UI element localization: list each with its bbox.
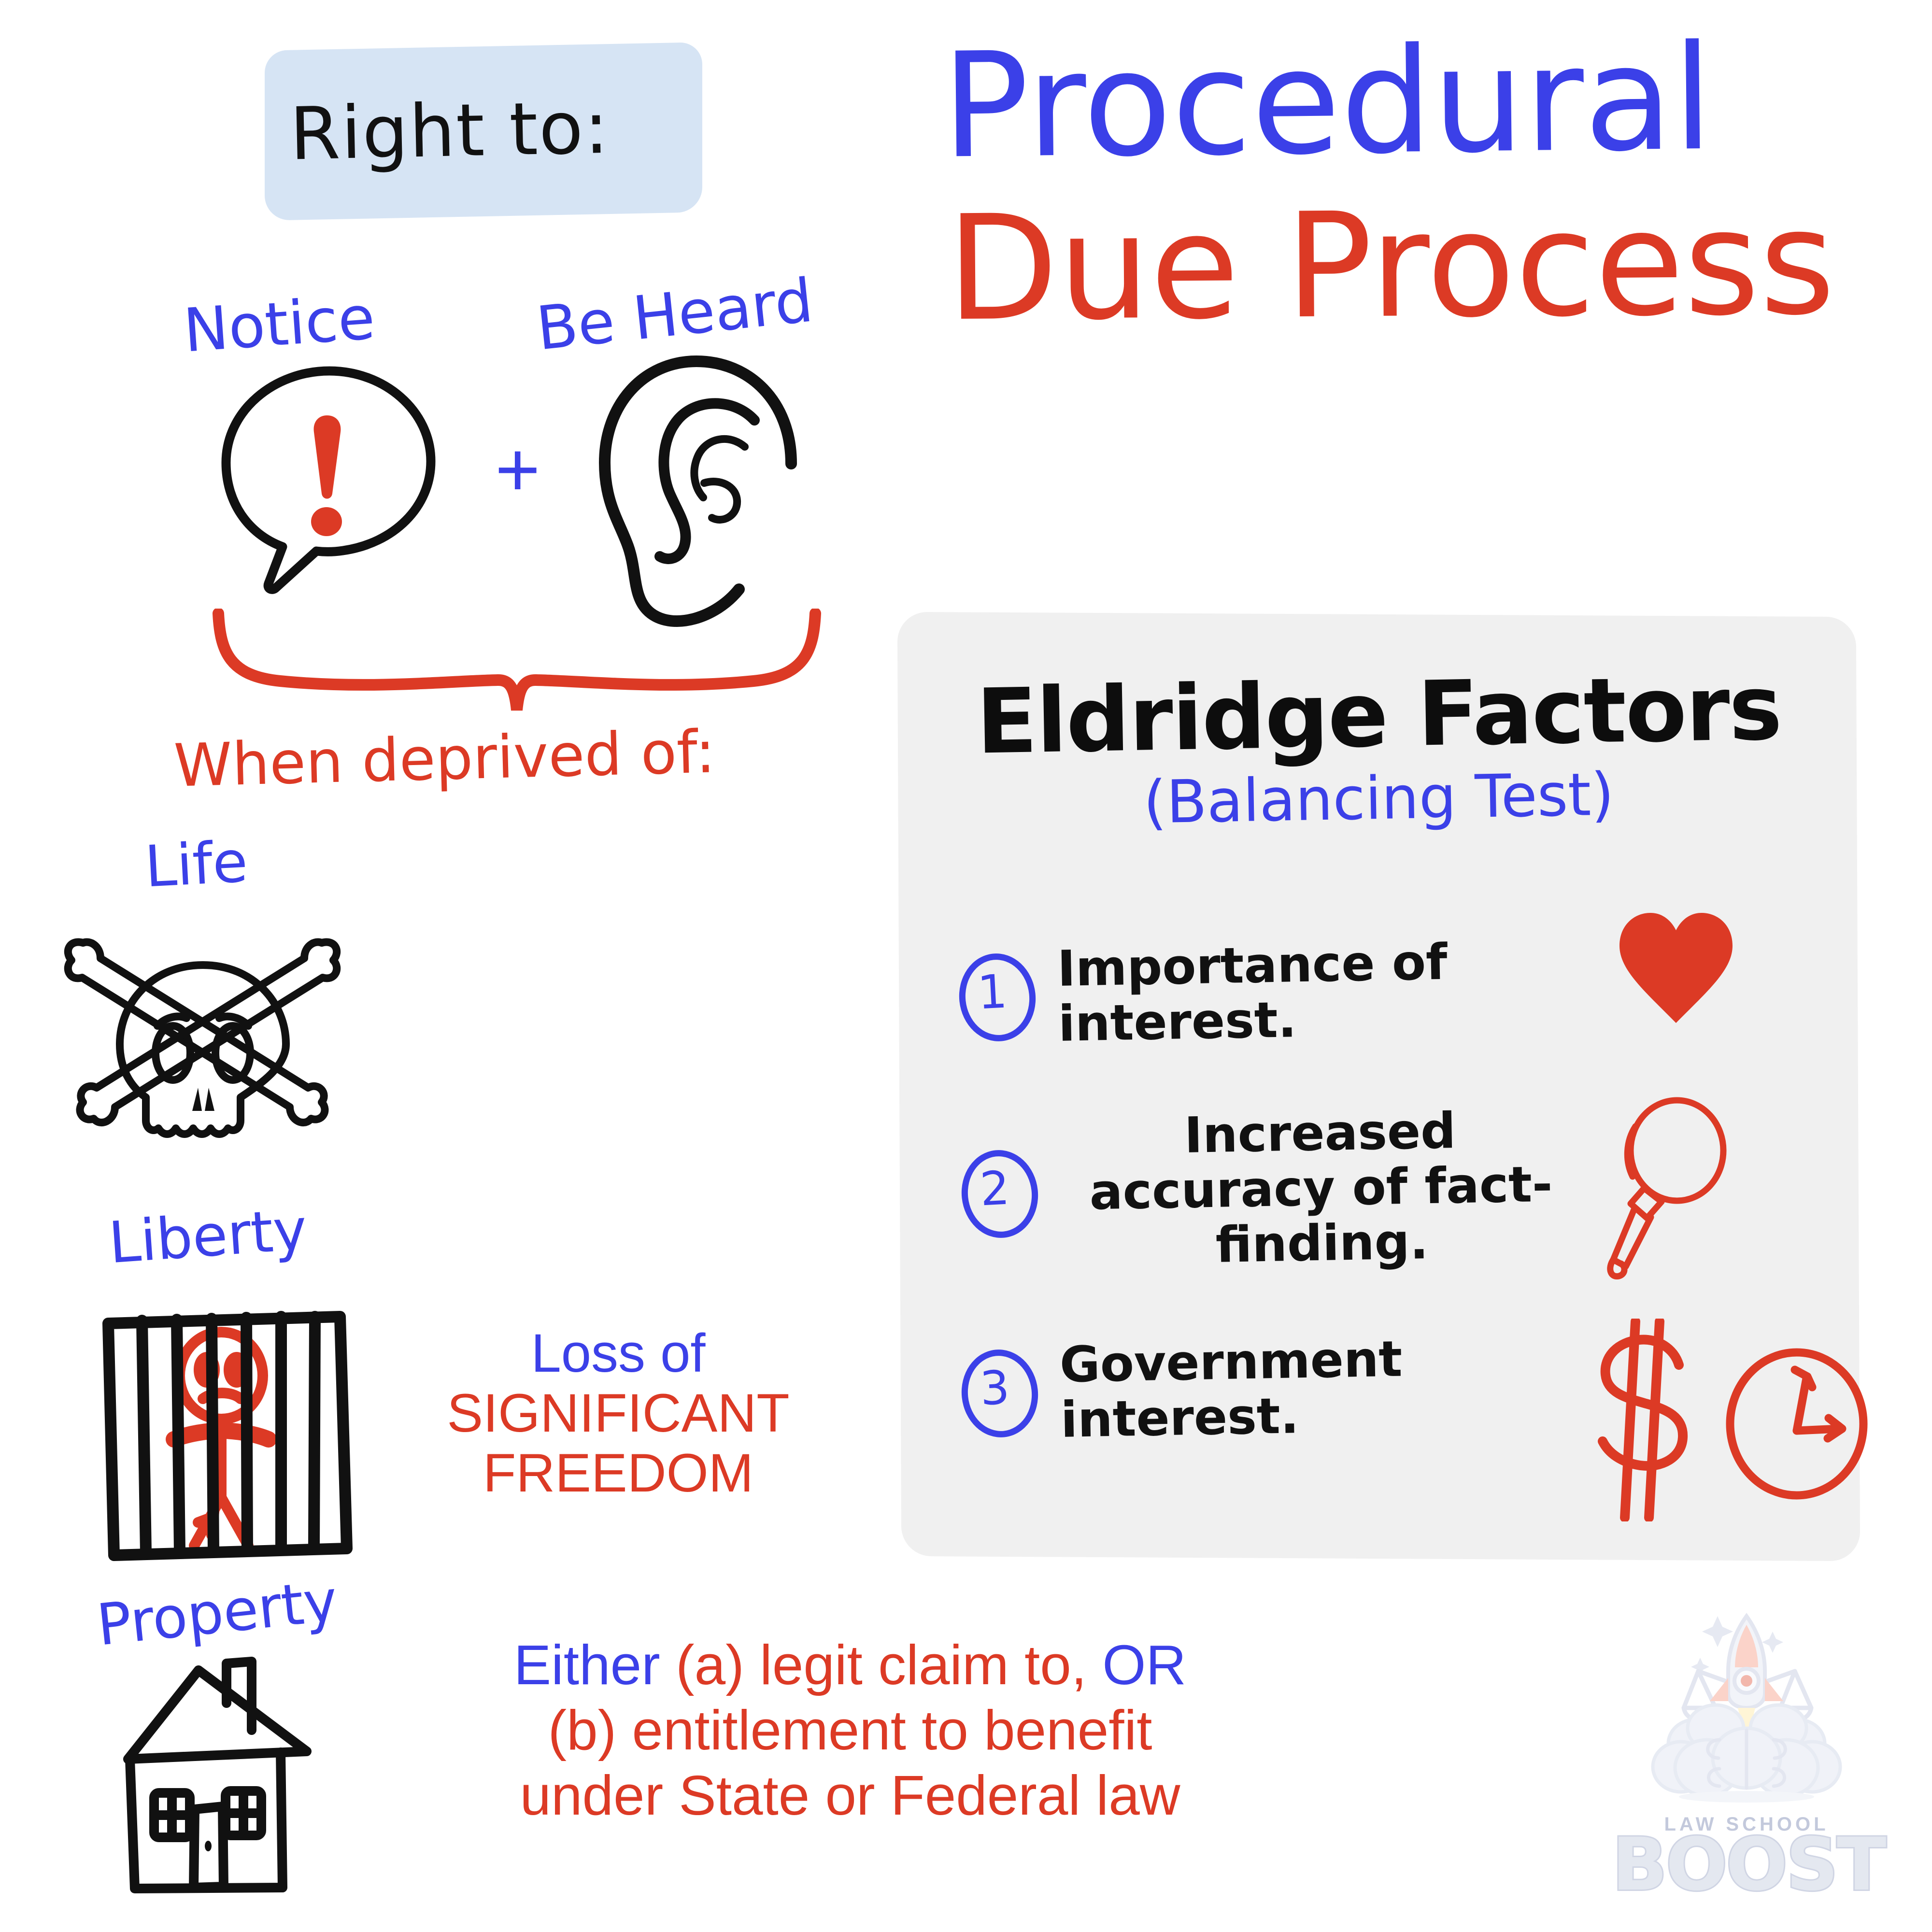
dollar-sign-icon [1584,1317,1715,1522]
factor-text-2: Increased accuracy of fact-finding. [1089,1102,1553,1274]
factor-number-2: 2 [979,1161,1011,1217]
magnifying-glass-icon [1594,1096,1739,1290]
property-text-line-2: (b) entitlement to benefit [548,1699,1152,1762]
clock-icon [1724,1348,1869,1502]
liberty-text-line-3: FREEDOM [483,1443,753,1503]
ear-icon [575,348,826,628]
property-text-line-1: Either (a) legit claim to, OR [513,1634,1187,1696]
jail-cell-icon [92,1304,362,1565]
house-icon [114,1657,350,1898]
liberty-label: Liberty [106,1195,309,1277]
liberty-description: Loss of SIGNIFICANT FREEDOM [420,1323,816,1503]
factor-text-3: Government interest. [1059,1330,1403,1449]
right-to-label: Right to: [289,85,611,177]
page-title-line-1: Procedural [941,14,1714,191]
factor-number-3: 3 [979,1360,1011,1416]
factor-number-badge-2: 2 [957,1146,1043,1242]
speech-bubble-icon [203,362,454,604]
factor-number-badge-3: 3 [957,1346,1043,1441]
property-description: Either (a) legit claim to, OR (b) entitl… [367,1633,1333,1828]
liberty-text-line-2: SIGNIFICANT [447,1383,790,1443]
factor-text-1: Importance of interest. [1057,933,1448,1053]
logo-top-text: LAW SCHOOL [1664,1814,1829,1835]
factor-number-badge-1: 1 [954,950,1040,1045]
plus-sign: + [495,426,540,512]
property-text-line-3: under State or Federal law [520,1764,1180,1827]
eldridge-title: Eldridge Factors [975,655,1782,774]
skull-and-crossbones-icon [63,918,343,1169]
curly-brace-icon [208,608,826,715]
law-school-boost-logo: LAW SCHOOL BOOST [1604,1599,1922,1918]
logo-main-text: BOOST [1612,1823,1886,1907]
page-title-line-2: Due Process [946,178,1836,354]
eldridge-factor-1: 1 Importance of interest. [954,934,1729,1053]
factor-number-1: 1 [976,964,1009,1020]
heart-icon [1616,908,1736,1029]
notice-label: Notice [181,283,377,366]
life-label: Life [143,828,250,900]
liberty-text-line-1: Loss of [531,1323,706,1383]
when-deprived-label: When deprived of: [173,717,716,800]
property-label: Property [94,1567,341,1659]
